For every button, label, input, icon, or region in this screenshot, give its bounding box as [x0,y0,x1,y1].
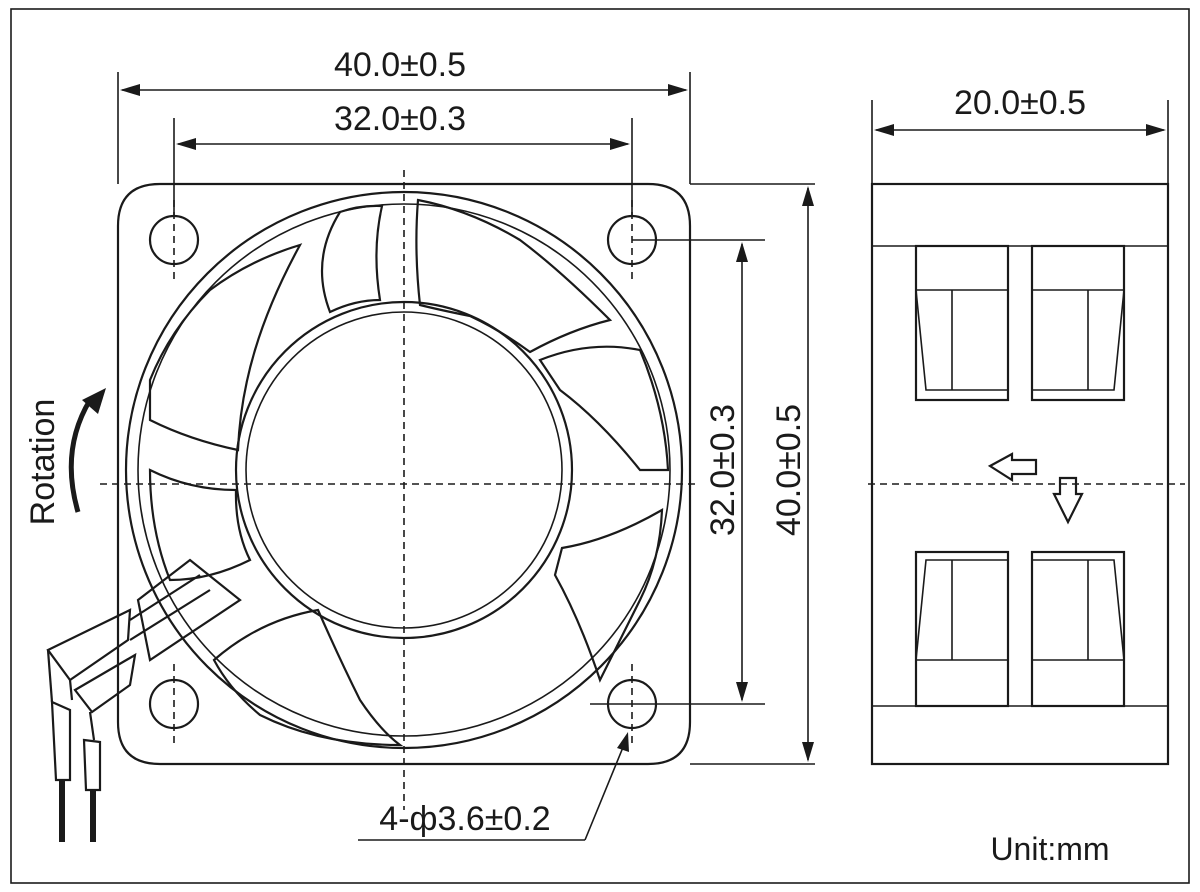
fan-blade [320,204,384,314]
fan-housing-outline [116,182,692,766]
fan-blade [553,508,664,683]
side-window-top [914,244,1126,402]
dim-front-width-outer: 40.0±0.5 [334,46,466,84]
airflow-arrow-left-icon [987,452,1038,483]
fan-blade [415,198,613,354]
fan-blade [538,345,670,472]
fan-blade [148,468,252,582]
drawing-border [10,8,1190,884]
dim-front-width-inner: 32.0±0.3 [334,100,466,138]
fan-blade [148,243,303,452]
airflow-arrow-down-icon [1052,476,1084,525]
dim-side-depth: 20.0±0.5 [954,84,1086,122]
rotation-arrowhead-icon [82,388,106,414]
fan-blade [212,608,404,747]
dim-hole-callout: 4-ф3.6±0.2 [379,800,550,838]
dim-front-height-outer: 40.0±0.5 [770,404,808,536]
side-housing-outline [870,182,1170,766]
front-view: 40.0±0.5 32.0±0.3 32.0±0.3 40.0±0.5 4-ф3… [24,46,815,842]
side-view: 20.0±0.5 [868,84,1185,766]
fan-blades [148,198,670,747]
lead-wire [46,558,242,842]
side-window-bottom [914,550,1126,708]
unit-label: Unit:mm [990,831,1109,867]
rotation-arrow-icon [68,398,93,513]
dim-front-height-inner: 32.0±0.3 [704,404,742,536]
rotation-label: Rotation [24,399,62,526]
